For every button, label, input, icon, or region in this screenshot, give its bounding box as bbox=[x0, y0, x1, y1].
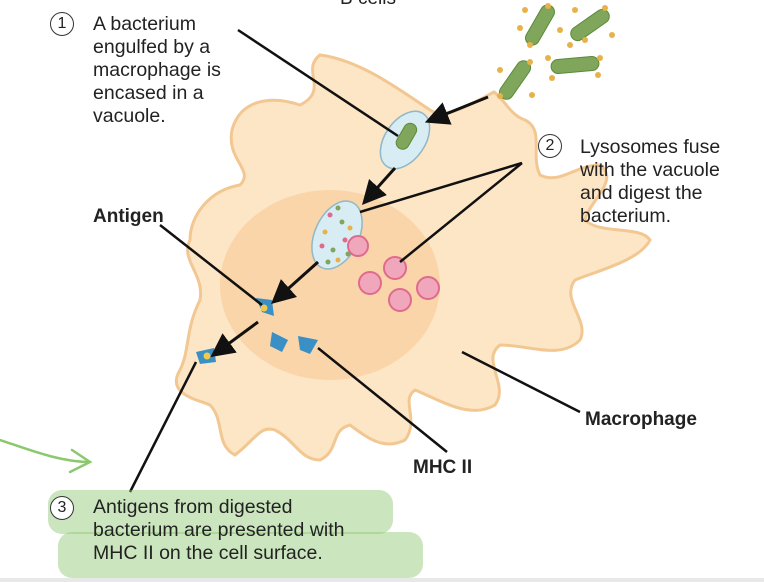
step-2-text: Lysosomes fuse with the vacuole and dige… bbox=[580, 136, 721, 227]
nucleus bbox=[220, 190, 440, 380]
highlight-band-2 bbox=[58, 532, 423, 578]
step-3-text: Antigens from digested bacterium are pre… bbox=[93, 496, 345, 564]
bottom-edge bbox=[0, 578, 764, 582]
step-1-number: 1 bbox=[50, 12, 74, 36]
process-arrows bbox=[210, 95, 489, 358]
mhc-label: MHC II bbox=[413, 457, 473, 478]
step-3-number: 3 bbox=[50, 496, 74, 520]
step-1-text: A bacterium engulfed by a macrophage is … bbox=[93, 13, 221, 127]
leader-lines bbox=[128, 28, 581, 493]
lysosomes bbox=[347, 235, 440, 312]
antigen-label: Antigen bbox=[93, 206, 164, 227]
macrophage-label: Macrophage bbox=[585, 409, 697, 430]
bacteria-cluster bbox=[497, 3, 615, 100]
annotation-arrow bbox=[0, 438, 93, 474]
highlight-band-1 bbox=[48, 490, 393, 534]
step-2-number: 2 bbox=[538, 134, 562, 158]
